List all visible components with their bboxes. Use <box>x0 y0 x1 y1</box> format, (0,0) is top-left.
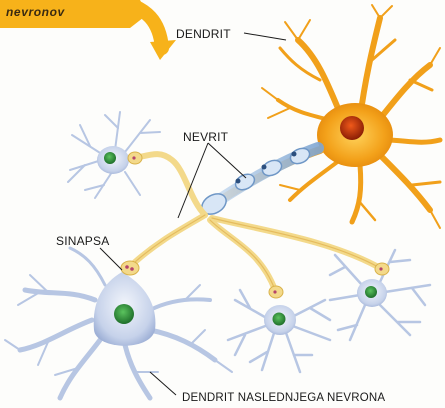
blue-neuron-large-nucleus <box>114 304 134 324</box>
sinapsa-label: SINAPSA <box>56 234 109 248</box>
blue-neuron-middle-nucleus <box>273 313 286 326</box>
title-text: nevronov <box>6 5 65 19</box>
axon <box>198 145 320 218</box>
dendrit-label: DENDRIT <box>176 27 231 41</box>
next-neuron-dendrite-label: DENDRIT NASLEDNJEGA NEVRONA <box>182 392 385 404</box>
nevrit-label: NEVRIT <box>183 130 228 144</box>
blue-neuron-right-nucleus <box>365 286 377 298</box>
blue-neuron-top-nucleus <box>104 152 116 164</box>
orange-neuron-nucleus <box>340 116 364 140</box>
